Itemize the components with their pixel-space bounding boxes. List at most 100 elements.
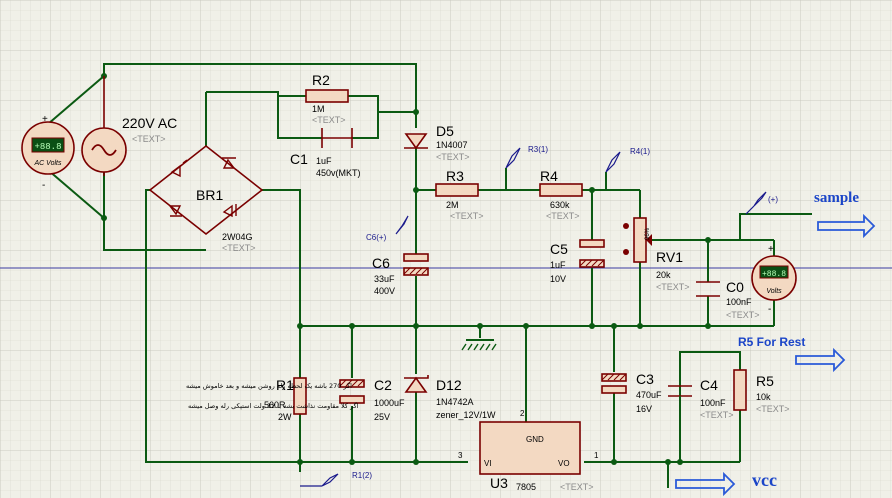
d12-value: 1N4742A <box>436 397 474 407</box>
rv1-text: <TEXT> <box>656 282 690 292</box>
dc-voltmeter[interactable]: +88.8 Volts + - <box>751 244 797 315</box>
probe-r4-label: R4(1) <box>630 147 650 156</box>
u3-ref: U3 <box>490 475 508 491</box>
probe-plus[interactable] <box>745 191 767 215</box>
wires <box>47 63 812 488</box>
r1-value2: 2W <box>278 412 292 422</box>
r5-ref: R5 <box>756 373 774 389</box>
c2-value: 1000uF <box>374 398 405 408</box>
note-line-1: اگر 270 باشه یک لحظه رله روشن میشه و بعد… <box>186 382 352 390</box>
resistor-r2[interactable] <box>305 89 349 103</box>
source-ref: 220V AC <box>122 115 177 131</box>
u3-pin1: 1 <box>594 451 599 460</box>
u3-pin-vi: VI <box>484 459 492 468</box>
probe-c6-label: C6(+) <box>366 233 387 242</box>
sample-arrow <box>817 213 876 239</box>
u3-text: <TEXT> <box>560 482 594 492</box>
vcc-label: vcc <box>752 470 777 490</box>
r2-text: <TEXT> <box>312 115 346 125</box>
note-line-2: اگر کلا مقاومت نذاشت بشه با 12 ولت استپک… <box>188 402 359 410</box>
c3-ref: C3 <box>636 371 654 387</box>
rest-label: R5 For Rest <box>738 335 805 349</box>
c6-ref: C6 <box>372 255 390 271</box>
c1-value2: 450v(MKT) <box>316 168 361 178</box>
capacitor-c4[interactable] <box>668 385 692 462</box>
capacitor-c0[interactable] <box>696 281 720 297</box>
regulator-u3[interactable] <box>479 421 581 475</box>
r4-value: 630k <box>550 200 570 210</box>
probe-r1[interactable] <box>299 462 339 487</box>
resistor-r5[interactable] <box>733 369 747 411</box>
c6-value: 33uF <box>374 274 395 284</box>
r2-value: 1M <box>312 104 325 114</box>
probe-r3[interactable] <box>505 147 521 190</box>
bridge-rectifier[interactable] <box>148 144 264 236</box>
r3-value: 2M <box>446 200 459 210</box>
c4-value: 100nF <box>700 398 726 408</box>
u3-value: 7805 <box>516 482 536 492</box>
br1-ref: BR1 <box>196 187 223 203</box>
r3-text: <TEXT> <box>450 211 484 221</box>
c6-value2: 400V <box>374 286 395 296</box>
br1-value: 2W04G <box>222 232 253 242</box>
c4-ref: C4 <box>700 377 718 393</box>
d5-value: 1N4007 <box>436 140 468 150</box>
ac-meter-display: +88.8 <box>34 142 61 152</box>
resistor-r3[interactable] <box>435 183 479 197</box>
c3-value: 470uF <box>636 390 662 400</box>
u3-pin3: 3 <box>458 451 463 460</box>
u3-pin-gnd: GND <box>526 435 544 444</box>
r3-ref: R3 <box>446 168 464 184</box>
d5-text: <TEXT> <box>436 152 470 162</box>
probe-r1-label: R1(2) <box>352 471 372 480</box>
c2-ref: C2 <box>374 377 392 393</box>
probe-plus-label: (+) <box>768 195 778 204</box>
rest-arrow <box>795 347 846 373</box>
c4-text: <TEXT> <box>700 410 734 420</box>
svg-text:-: - <box>42 180 45 191</box>
r5-text: <TEXT> <box>756 404 790 414</box>
u3-pin2: 2 <box>520 409 525 418</box>
br1-text: <TEXT> <box>222 243 256 253</box>
dc-meter-label: Volts <box>766 288 782 295</box>
rv1-knob: 96% <box>645 227 651 240</box>
c0-ref: C0 <box>726 279 744 295</box>
capacitor-c5[interactable] <box>579 239 605 268</box>
dc-meter-display: +88.8 <box>762 270 786 279</box>
ac-meter-label: AC Volts <box>34 160 62 167</box>
potentiometer-rv1[interactable] <box>623 217 652 263</box>
r4-ref: R4 <box>540 168 558 184</box>
rv1-ref: RV1 <box>656 249 683 265</box>
rv1-value: 20k <box>656 270 671 280</box>
resistor-r1[interactable] <box>293 377 307 415</box>
r1-value: 560R <box>264 400 286 410</box>
r1-ref: R1 <box>276 377 294 393</box>
resistor-r4[interactable] <box>539 183 583 197</box>
capacitor-c6[interactable] <box>403 253 429 276</box>
c3-value2: 16V <box>636 404 652 414</box>
probe-r4[interactable] <box>605 151 621 190</box>
ac-source[interactable] <box>81 76 127 176</box>
capacitor-c1[interactable] <box>321 128 353 148</box>
diode-d5[interactable] <box>404 133 428 150</box>
svg-text:+: + <box>42 114 48 125</box>
d12-value2: zener_12V/1W <box>436 410 496 420</box>
d5-ref: D5 <box>436 123 454 139</box>
c5-value: 1uF <box>550 260 566 270</box>
probe-r3-label: R3(1) <box>528 145 548 154</box>
c1-ref: C1 <box>290 151 308 167</box>
r2-ref: R2 <box>312 72 330 88</box>
c2-value2: 25V <box>374 412 390 422</box>
probe-c6[interactable] <box>395 215 409 235</box>
svg-text:+: + <box>768 244 774 255</box>
capacitor-c3[interactable] <box>601 373 627 394</box>
c0-text: <TEXT> <box>726 310 760 320</box>
junction-dots <box>101 73 711 465</box>
ac-voltmeter[interactable]: +88.8 AC Volts + - <box>21 114 75 191</box>
sample-label: sample <box>814 190 859 206</box>
svg-text:-: - <box>768 304 771 315</box>
zener-diode-d12[interactable] <box>404 375 429 393</box>
capacitor-c2[interactable] <box>339 379 365 404</box>
c5-ref: C5 <box>550 241 568 257</box>
